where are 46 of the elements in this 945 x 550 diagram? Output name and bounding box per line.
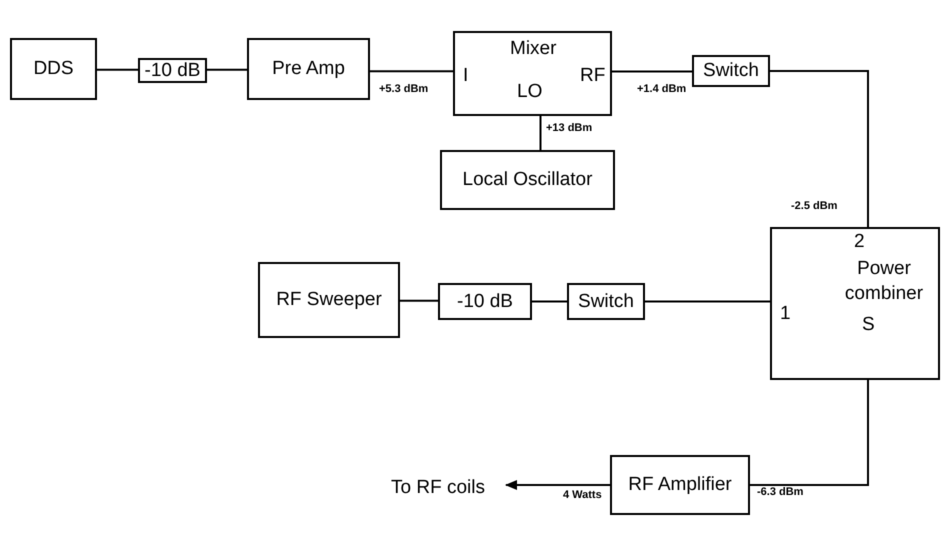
block-title: Mixer <box>510 38 556 60</box>
connector-line <box>540 116 542 150</box>
arrow <box>505 480 610 490</box>
port-label: LO <box>517 81 542 103</box>
block-box <box>440 150 615 210</box>
block-label: -10 dB <box>457 290 513 312</box>
connector-line <box>750 380 869 486</box>
block-box <box>692 55 770 87</box>
edge-label: +5.3 dBm <box>378 83 430 95</box>
block-box <box>438 283 532 320</box>
connector-line <box>532 300 567 302</box>
port-label: 1 <box>780 303 791 325</box>
edge-label: -2.5 dBm <box>790 200 838 212</box>
port-label: I <box>463 65 468 87</box>
block-label: Pre Amp <box>272 58 345 80</box>
output-label: To RF coils <box>368 474 508 502</box>
block-label: Switch <box>578 290 634 312</box>
connector-line <box>400 300 438 302</box>
block-label: RF Sweeper <box>276 289 382 311</box>
block-label: -10 dB <box>144 60 200 82</box>
port-label: Power combiner <box>844 257 924 306</box>
edge-label: +13 dBm <box>545 122 594 134</box>
block-label: DDS <box>33 58 74 80</box>
connector-line <box>97 68 138 71</box>
connector-line <box>612 70 692 72</box>
edge-label: -6.3 dBm <box>756 486 804 498</box>
connector-line <box>645 300 770 302</box>
block-label: RF Amplifier <box>628 474 732 496</box>
port-label: RF <box>580 65 606 87</box>
block-box <box>610 455 750 515</box>
block-label: Local Oscillator <box>462 169 592 191</box>
block-label: Switch <box>703 60 759 82</box>
block-title: 2 <box>854 231 865 253</box>
block-box <box>453 31 612 116</box>
edge-label: +1.4 dBm <box>636 83 688 95</box>
block-box <box>138 58 207 83</box>
block-box <box>770 227 940 380</box>
connector-line <box>770 70 869 227</box>
connector-line <box>370 70 453 72</box>
connector-line <box>207 68 247 71</box>
edge-label: 4 Watts <box>562 489 603 501</box>
block-box <box>10 38 97 100</box>
port-label: S <box>862 314 875 336</box>
block-box <box>258 262 400 338</box>
block-box <box>567 283 645 320</box>
block-box <box>247 38 370 100</box>
